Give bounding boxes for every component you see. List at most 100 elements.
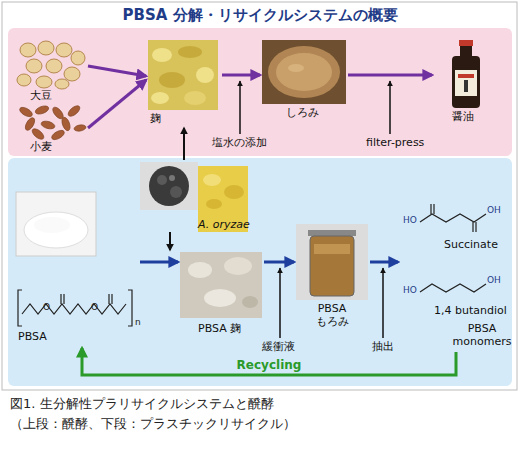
pbsa-structure — [18, 290, 132, 326]
annotation-label: filter-press — [366, 137, 424, 149]
frame-part — [2, 2, 517, 390]
moromi-node: しろみ — [260, 38, 348, 122]
butanediol-structure-part — [420, 284, 486, 292]
pbsa-structure-part — [22, 304, 126, 314]
wheat-image — [18, 104, 86, 142]
aspergillus-node: A. oryzae — [138, 160, 250, 232]
pbsa-structure-part — [128, 290, 132, 326]
pbsa-koji-image-part — [224, 257, 252, 275]
node-label: PBSA monomers — [450, 322, 514, 348]
annotation-label: O — [43, 303, 50, 313]
soy-sauce-bottle — [452, 40, 480, 108]
butanediol-structure — [420, 284, 486, 292]
wheat-image-part — [66, 104, 81, 118]
succinate-structure-part — [420, 214, 486, 222]
soybean-image-part — [38, 41, 54, 55]
aspergillus-image-part — [157, 175, 167, 185]
pbsa-koji-image-part — [242, 296, 258, 308]
soybean-image-part — [26, 59, 42, 73]
annotation-label: OH — [487, 276, 501, 286]
recycling-band-part — [8, 158, 512, 386]
annotation-arrows-part — [382, 268, 384, 338]
node-label: PBSA もろみ — [314, 302, 350, 328]
soy-sauce-bottle-part — [452, 56, 480, 108]
wheat-image-part — [74, 124, 87, 132]
soybean-image-part — [17, 74, 31, 86]
annotation-label: O — [91, 303, 98, 313]
flow-arrow — [169, 232, 171, 250]
flow-arrow — [370, 261, 398, 264]
pbsa-koji-image-part — [188, 262, 212, 278]
annotation-label: 緩衝液 — [262, 341, 295, 353]
annotation-label: 抽出 — [372, 341, 394, 353]
koji-image — [148, 40, 218, 110]
wheat-image-part — [18, 105, 34, 118]
edge-label: Recycling — [237, 359, 302, 372]
soybean-image-part — [64, 67, 80, 81]
moromi-image-part — [262, 40, 346, 104]
wheat-image-part — [34, 104, 50, 115]
aspergillus-image-part — [140, 162, 198, 210]
moromi-image-part — [288, 64, 304, 72]
pbsa-moromi-jar-part — [296, 224, 368, 300]
flow-arrow — [88, 66, 146, 76]
aspergillus-image-part — [169, 175, 175, 181]
node-label: 小麦 — [30, 140, 52, 153]
node-label: 醤油 — [452, 110, 474, 123]
moromi-image-part — [276, 53, 332, 91]
annotation-arrows — [240, 81, 390, 338]
annotation-arrows-part — [239, 81, 241, 134]
soy-sauce-bottle-part — [459, 40, 473, 46]
pbsa-moromi-jar — [296, 224, 368, 300]
node-label: しろみ — [286, 106, 319, 119]
annotation-label: HO — [403, 216, 417, 226]
koji-image-part — [159, 72, 185, 88]
aspergillus-image-part — [203, 174, 221, 186]
koji-image-part — [184, 91, 206, 105]
annotation-label: OH — [487, 206, 501, 216]
aspergillus-image-part — [170, 186, 182, 198]
pbsa-moromi-jar-part — [308, 230, 356, 236]
node-label: A. oryzae — [198, 218, 250, 231]
fermentation-band — [8, 28, 512, 156]
koji-image-part — [152, 48, 172, 62]
pbsa-koji-image-part — [180, 252, 262, 318]
soy-sauce-bottle-part — [458, 74, 474, 78]
pbsa-moromi-jar-part — [310, 236, 354, 296]
diagram-title: PBSA 分解・リサイクルシステムの概要 — [0, 7, 520, 24]
flow-arrow — [264, 261, 294, 264]
koji-node: 麹 — [146, 38, 222, 128]
node-label: 1,4 butandiol — [434, 304, 507, 317]
fermentation-band-part — [8, 28, 512, 156]
annotation-label: 塩水の添加 — [212, 137, 267, 149]
succinate-structure — [420, 204, 486, 232]
pbsa-powder-image-part — [34, 217, 70, 233]
pbsa-structure-part — [18, 290, 22, 326]
aspergillus-image-part — [224, 185, 244, 199]
succinate-structure-part — [431, 204, 434, 214]
soybean-image-part — [36, 76, 52, 88]
pbsa-structure-part — [61, 294, 64, 304]
soybean-image-part — [56, 43, 72, 57]
node-label: PBSA 麹 — [198, 322, 241, 335]
pbsa-powder-image-part — [24, 212, 88, 248]
annotation-arrows-part — [389, 81, 391, 134]
soybean-image-part — [71, 51, 85, 65]
soybean-image — [17, 41, 85, 89]
soybean-image-part — [46, 59, 62, 73]
recycling-band — [8, 158, 512, 386]
flow-arrow — [88, 80, 146, 128]
flow-arrow — [348, 74, 432, 77]
pbsa-moromi-node: PBSA もろみ — [294, 222, 370, 334]
soybean-image-part — [20, 43, 36, 57]
aspergillus-image-part — [206, 199, 222, 209]
node-label: Succinate — [444, 238, 498, 251]
aspergillus-image-part — [149, 166, 189, 206]
moromi-image-part — [268, 46, 340, 98]
koji-image-part — [196, 67, 214, 83]
soybean-image-part — [55, 79, 69, 89]
pbsa-node: PBSA — [12, 188, 140, 348]
